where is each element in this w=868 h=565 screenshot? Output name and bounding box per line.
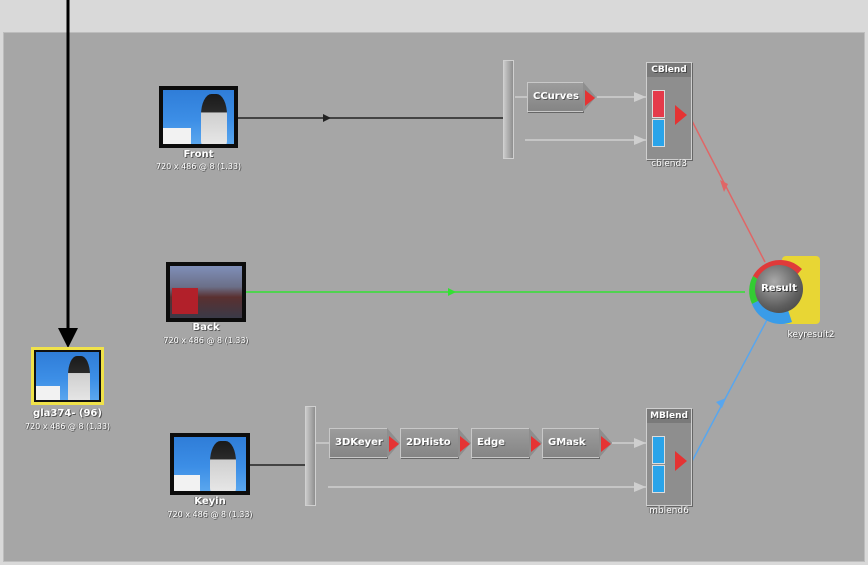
cblend-input-bar[interactable] [503,60,514,159]
selected-node-name: gla374- (96) [33,408,102,419]
keyer3d-label: 3DKeyer [335,437,383,448]
mblend-port-b[interactable] [652,465,665,493]
keyin-node-name: Keyin [194,496,226,507]
selected-thumbnail[interactable] [31,347,104,405]
pointer-arrow-head [58,328,78,348]
wire-cblend-result-arrow [720,180,728,192]
wire-ccurves-cblend-arrow [634,92,646,102]
cblend-port-b[interactable] [652,119,665,147]
mblend-port-a[interactable] [652,436,665,464]
front-image-figure [201,94,227,144]
keyer3d-output-arrow [389,436,399,452]
selected-node-dims: 720 x 486 @ 8 (1.33) [24,422,111,431]
wire-gmask-mblend-arrow [634,438,646,448]
histo2d-label: 2DHisto [406,437,451,448]
wire-cblend-result [689,116,766,263]
cblend-node-name: cblend3 [651,159,687,169]
edge-node[interactable]: Edge [471,428,542,458]
selected-image-figure [68,356,90,400]
wire-back-result-arrow [448,288,456,296]
edge-output-arrow [531,436,541,452]
back-node-name: Back [192,322,220,333]
gmask-output-arrow [601,436,611,452]
cblend-node[interactable]: CBlend [646,62,692,160]
histo2d-output-arrow [460,436,470,452]
mblend-node[interactable]: MBlend [646,408,692,506]
result-label: Result [755,265,803,313]
front-thumbnail[interactable] [159,86,238,148]
cblend-output-arrow[interactable] [675,105,687,125]
keyer3d-node[interactable]: 3DKeyer [329,428,400,458]
histo2d-node[interactable]: 2DHisto [400,428,471,458]
ccurves-output-arrow [585,90,595,106]
front-image [163,90,234,144]
edge-label: Edge [477,437,505,448]
front-image-highlight [163,128,191,144]
selected-image [36,352,99,400]
mblend-output-arrow[interactable] [675,451,687,471]
back-node-dims: 720 x 486 @ 8 (1.33) [163,336,249,345]
wire-front-arrow [323,114,331,122]
ccurves-node[interactable]: CCurves [527,82,596,112]
keyin-node-dims: 720 x 486 @ 8 (1.33) [167,510,253,519]
wire-mblend-result [689,317,769,466]
node-graph-canvas[interactable] [3,32,865,562]
front-node-dims: 720 x 486 @ 8 (1.33) [155,162,242,171]
result-node[interactable]: Result [742,252,820,330]
cblend-title: CBlend [647,63,691,77]
selected-image-highlight [36,386,60,400]
front-node-name: Front [183,149,214,160]
gmask-label: GMask [548,437,586,448]
wire-bar-mblend-arrow [634,482,646,492]
back-thumbnail[interactable] [166,262,246,322]
mblend-node-name: mblend6 [649,506,689,516]
mblend-input-bar[interactable] [305,406,316,506]
keyin-image-figure [210,441,236,491]
back-image [170,266,242,318]
keyin-image [174,437,246,491]
result-node-name: keyresult2 [787,330,835,340]
mblend-title: MBlend [647,409,691,423]
keyin-thumbnail[interactable] [170,433,250,495]
ccurves-label: CCurves [533,91,579,102]
wire-bar-cblend-arrow [634,135,646,145]
back-image-bus [172,288,198,314]
keyin-image-highlight [174,475,200,491]
wire-mblend-result-arrow [716,398,726,408]
cblend-port-a[interactable] [652,90,665,118]
gmask-node[interactable]: GMask [542,428,612,458]
